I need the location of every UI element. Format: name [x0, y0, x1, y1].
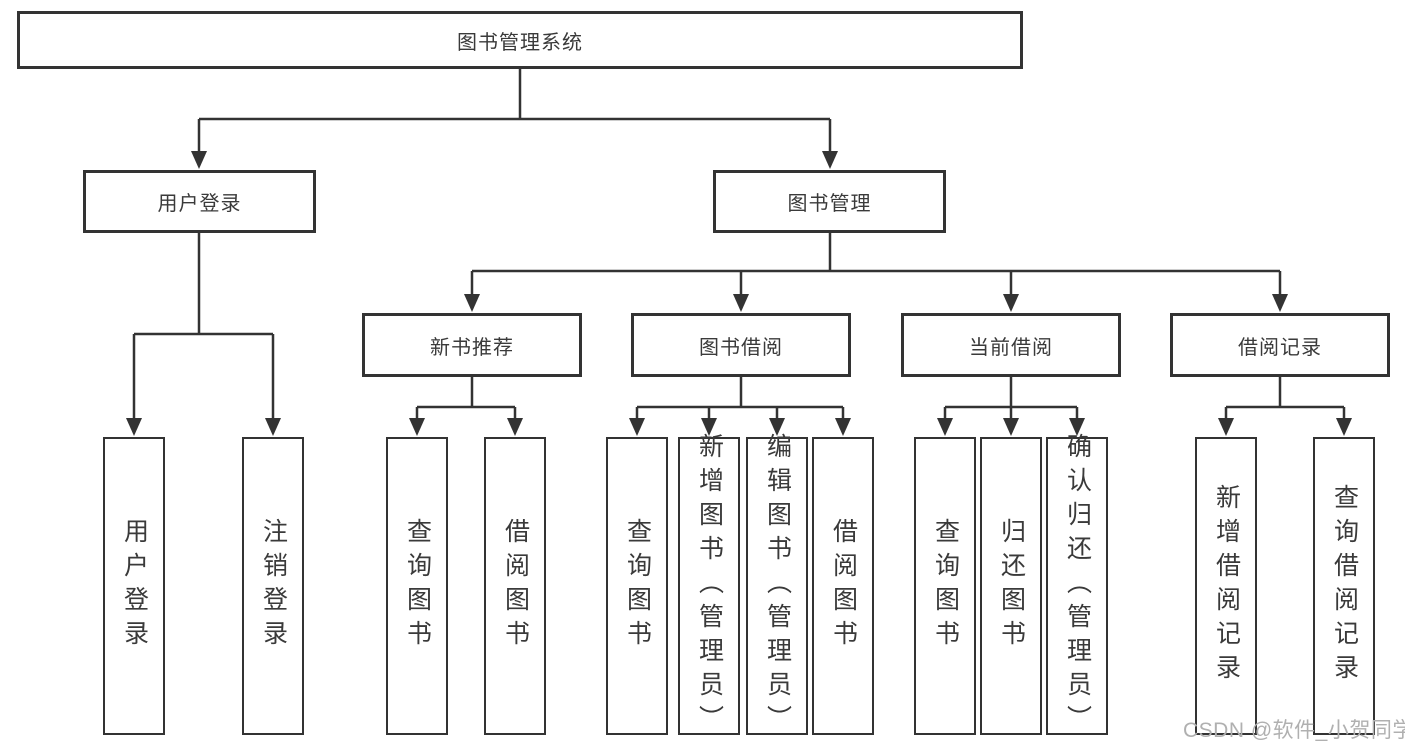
leaf-query-books-current: 查询图书: [914, 437, 976, 735]
node-label: 用户登录: [120, 518, 149, 654]
node-label: 查询借阅记录: [1330, 484, 1359, 688]
csdn-watermark: CSDN @软件_小贺同学: [1183, 719, 1405, 742]
leaf-add-borrow-record: 新增借阅记录: [1195, 437, 1257, 735]
arrow-icon: [1336, 418, 1352, 436]
leaf-query-books-recommend: 查询图书: [386, 437, 448, 735]
arrow-icon: [835, 418, 851, 436]
node-book-management: 图书管理: [713, 170, 946, 233]
leaf-confirm-return-admin: 确认归还（管理员）: [1046, 433, 1108, 739]
node-label: 当前借阅: [969, 336, 1053, 359]
connector-user-login-branch: [132, 233, 275, 419]
leaf-borrow-books-recommend: 借阅图书: [484, 437, 546, 735]
arrow-icon: [701, 418, 717, 436]
connector-current-borrow-branch: [943, 377, 1079, 419]
arrow-icon: [733, 294, 749, 312]
node-borrow-records: 借阅记录: [1170, 313, 1390, 377]
connector-book-management-branch: [470, 233, 1282, 295]
node-label: 查询图书: [623, 518, 652, 654]
node-label: 新增图书（管理员）: [695, 433, 724, 739]
node-label: 查询图书: [931, 518, 960, 654]
arrow-icon: [1218, 418, 1234, 436]
arrow-icon: [1069, 418, 1085, 436]
node-label: 借阅图书: [829, 518, 858, 654]
leaf-edit-books-admin: 编辑图书（管理员）: [746, 433, 808, 739]
arrow-icon: [937, 418, 953, 436]
leaf-query-books-borrow: 查询图书: [606, 437, 668, 735]
leaf-query-borrow-record: 查询借阅记录: [1313, 437, 1375, 735]
node-label: 借阅图书: [501, 518, 530, 654]
arrowheads: [126, 151, 1352, 436]
node-root: 图书管理系统: [17, 11, 1023, 69]
node-label: 注销登录: [259, 518, 288, 654]
node-label: 查询图书: [403, 518, 432, 654]
arrow-icon: [191, 151, 207, 169]
node-user-login: 用户登录: [83, 170, 316, 233]
arrow-icon: [1003, 418, 1019, 436]
node-current-borrow: 当前借阅: [901, 313, 1121, 377]
connector-new-book-recommend-branch: [415, 377, 517, 419]
node-new-book-recommend: 新书推荐: [362, 313, 582, 377]
arrow-icon: [1272, 294, 1288, 312]
node-label: 归还图书: [997, 518, 1026, 654]
node-label: 图书管理: [787, 193, 872, 215]
node-book-borrow: 图书借阅: [631, 313, 851, 377]
node-label: 图书借阅: [699, 336, 783, 359]
connector-book-borrow-branch: [635, 377, 845, 419]
arrow-icon: [409, 418, 425, 436]
connector-root-to-level2: [197, 68, 832, 152]
arrow-icon: [822, 151, 838, 169]
arrow-icon: [629, 418, 645, 436]
arrow-icon: [507, 418, 523, 436]
leaf-borrow-books: 借阅图书: [812, 437, 874, 735]
node-label: 图书管理系统: [457, 31, 583, 54]
node-label: 用户登录: [157, 193, 242, 215]
leaf-logout: 注销登录: [242, 437, 304, 735]
arrow-icon: [126, 418, 142, 436]
arrow-icon: [1003, 294, 1019, 312]
node-label: 借阅记录: [1238, 336, 1322, 359]
node-label: 新增借阅记录: [1212, 484, 1241, 688]
arrow-icon: [769, 418, 785, 436]
connector-borrow-records-branch: [1224, 377, 1346, 419]
leaf-user-login: 用户登录: [103, 437, 165, 735]
leaf-add-books-admin: 新增图书（管理员）: [678, 433, 740, 739]
leaf-return-books: 归还图书: [980, 437, 1042, 735]
node-label: 新书推荐: [430, 336, 514, 359]
node-label: 确认归还（管理员）: [1063, 433, 1092, 739]
arrow-icon: [464, 294, 480, 312]
arrow-icon: [265, 418, 281, 436]
node-label: 编辑图书（管理员）: [763, 433, 792, 739]
